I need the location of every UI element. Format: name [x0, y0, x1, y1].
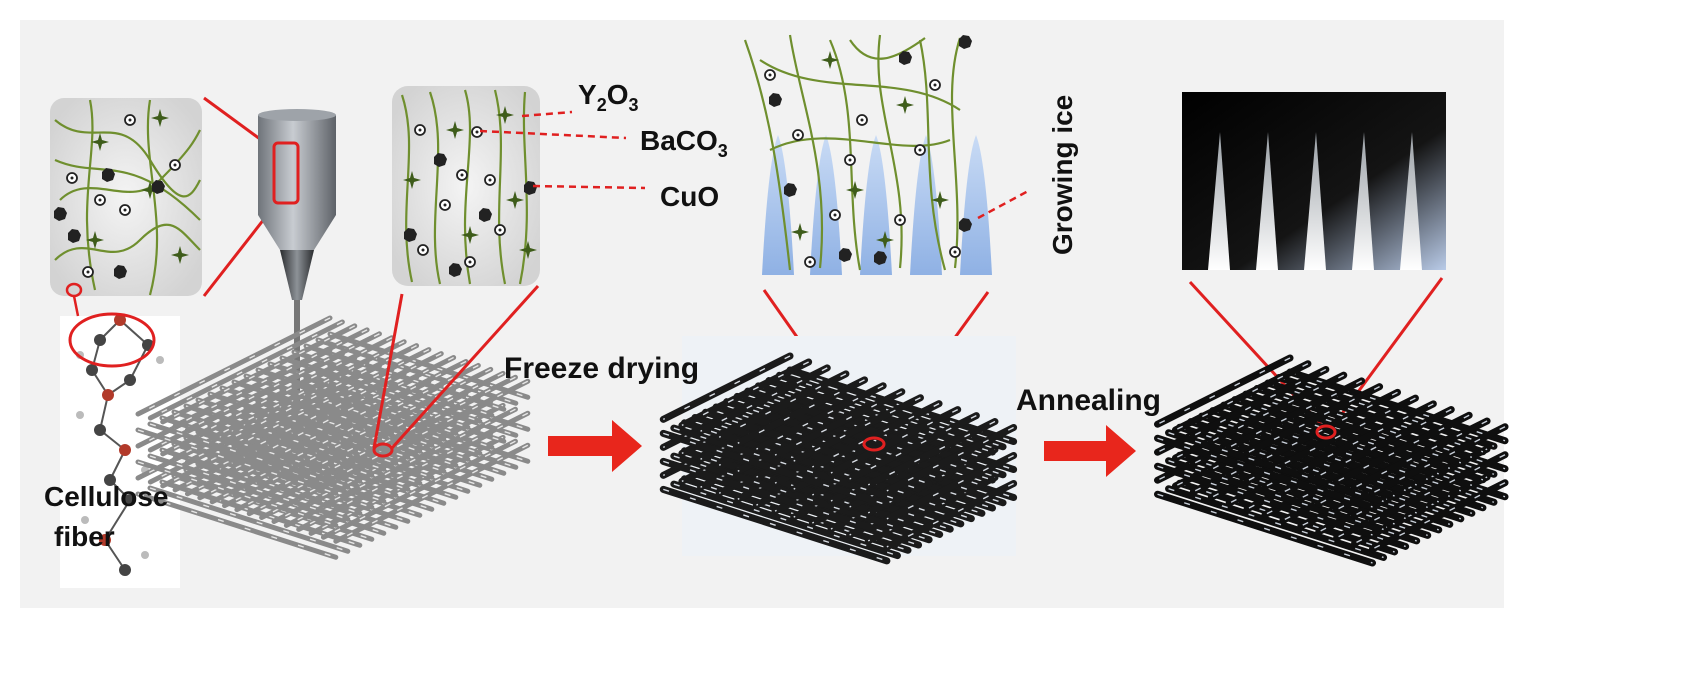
ice-leader-line	[977, 188, 1031, 220]
scaffold-filament	[790, 394, 924, 465]
callout-line	[390, 284, 540, 450]
scaffold-highlight	[149, 487, 349, 552]
scaffold-highlight	[1168, 460, 1384, 531]
label-fiber: fiber	[54, 521, 115, 552]
scaffold-highlight	[673, 427, 898, 501]
scaffold-filament	[846, 412, 980, 483]
scaffold-filament	[1154, 354, 1294, 428]
scaffold-highlight	[137, 493, 337, 558]
scaffold-highlight	[1168, 488, 1384, 559]
scaffold-filament	[715, 370, 850, 441]
cellulose-molecule	[60, 282, 180, 588]
scaffold-filament	[1333, 411, 1473, 486]
scaffold-filament	[320, 406, 518, 508]
label-growing-ice: Growing ice	[1047, 95, 1078, 255]
scaffold-filament	[678, 358, 813, 429]
scaffold-filament	[296, 366, 494, 468]
scaffold-filament	[771, 388, 906, 459]
label-cuo: CuO	[660, 181, 719, 212]
scaffold-highlight	[1157, 493, 1373, 564]
fiber-zoom-panel	[392, 86, 540, 286]
scaffold-filament	[752, 382, 887, 453]
scaffold-highlight	[149, 423, 349, 488]
scaffold-filament	[333, 442, 531, 544]
scaffold-filament	[222, 343, 420, 445]
scaffold-filament	[209, 339, 407, 441]
scaffold-highlight	[663, 460, 888, 534]
scaffold-filament	[808, 400, 943, 471]
scaffold-filament	[1369, 479, 1509, 553]
scaffold-filament	[1171, 360, 1312, 434]
process-arrow-icon	[1044, 425, 1136, 477]
scaffold-highlight	[1168, 432, 1384, 503]
scaffold-filament	[659, 352, 794, 423]
scaffold-highlight	[1157, 437, 1373, 508]
annealed-scaffold	[1154, 354, 1509, 567]
label-baco3: BaCO3	[640, 125, 728, 161]
scaffold-filament	[1369, 423, 1509, 497]
scaffold-filament	[184, 331, 382, 433]
scaffold-filament	[333, 378, 531, 480]
scaffold-filament	[697, 364, 831, 435]
scaffold-filament	[1369, 451, 1509, 525]
scaffold-filament	[333, 410, 531, 512]
scaffold-filament	[1297, 400, 1437, 474]
label-y2o3: Y2O3	[578, 79, 639, 115]
scaffold-filament	[147, 319, 345, 421]
printed-scaffold	[135, 315, 531, 560]
scaffold-filament	[1225, 377, 1366, 451]
scaffold-filament	[1315, 406, 1455, 480]
scaffold-filament	[827, 406, 962, 477]
scaffold-filament	[883, 480, 1018, 551]
scaffold-filament	[283, 362, 481, 464]
scaffold-filament	[1351, 417, 1491, 491]
scaffold-filament	[1351, 445, 1491, 519]
scaffold-filament	[160, 323, 358, 425]
ink-zoom-panel	[50, 98, 202, 296]
scaffold-filament	[271, 358, 469, 460]
callout-marker	[372, 442, 394, 458]
scaffold-highlight	[673, 483, 898, 557]
scaffold-highlight	[137, 429, 337, 494]
scaffold-filament	[135, 315, 333, 417]
scaffold-filament	[864, 418, 999, 489]
scaffold-highlight	[663, 488, 888, 562]
growing-ice-panel	[743, 34, 992, 275]
scaffold-filament	[320, 438, 518, 540]
scaffold-filament	[320, 374, 518, 476]
label-cellulose: Cellulose	[44, 481, 168, 512]
scaffold-filament	[234, 347, 432, 449]
callout-line	[372, 293, 404, 449]
scaffold-filament	[246, 351, 444, 453]
scaffold-filament	[864, 446, 999, 517]
ice-template-panel	[1182, 92, 1446, 270]
scaffold-filament	[1207, 371, 1348, 445]
scaffold-filament	[1351, 473, 1491, 547]
scaffold-filament	[172, 327, 370, 429]
scaffold-filament	[1189, 365, 1330, 440]
freeze-dried-scaffold	[659, 336, 1018, 565]
process-arrow-icon	[548, 420, 642, 472]
scaffold-filament	[864, 474, 999, 545]
scaffold-highlight	[137, 461, 337, 526]
scaffold-filament	[734, 376, 869, 447]
scaffold-filament	[197, 335, 395, 437]
scaffold-highlight	[673, 455, 898, 529]
scaffold-filament	[308, 370, 506, 472]
particle-leader-lines	[479, 110, 646, 190]
scaffold-highlight	[149, 455, 349, 520]
scaffold-filament	[1243, 383, 1384, 457]
scaffold-filament	[883, 424, 1018, 495]
scaffold-filament	[883, 452, 1018, 523]
scaffold-highlight	[1157, 465, 1373, 536]
label-annealing: Annealing	[1016, 384, 1161, 417]
label-freeze-drying: Freeze drying	[504, 352, 699, 385]
scaffold-highlight	[663, 432, 888, 506]
scaffold-filament	[259, 355, 457, 457]
scaffold-filament	[1279, 394, 1419, 468]
